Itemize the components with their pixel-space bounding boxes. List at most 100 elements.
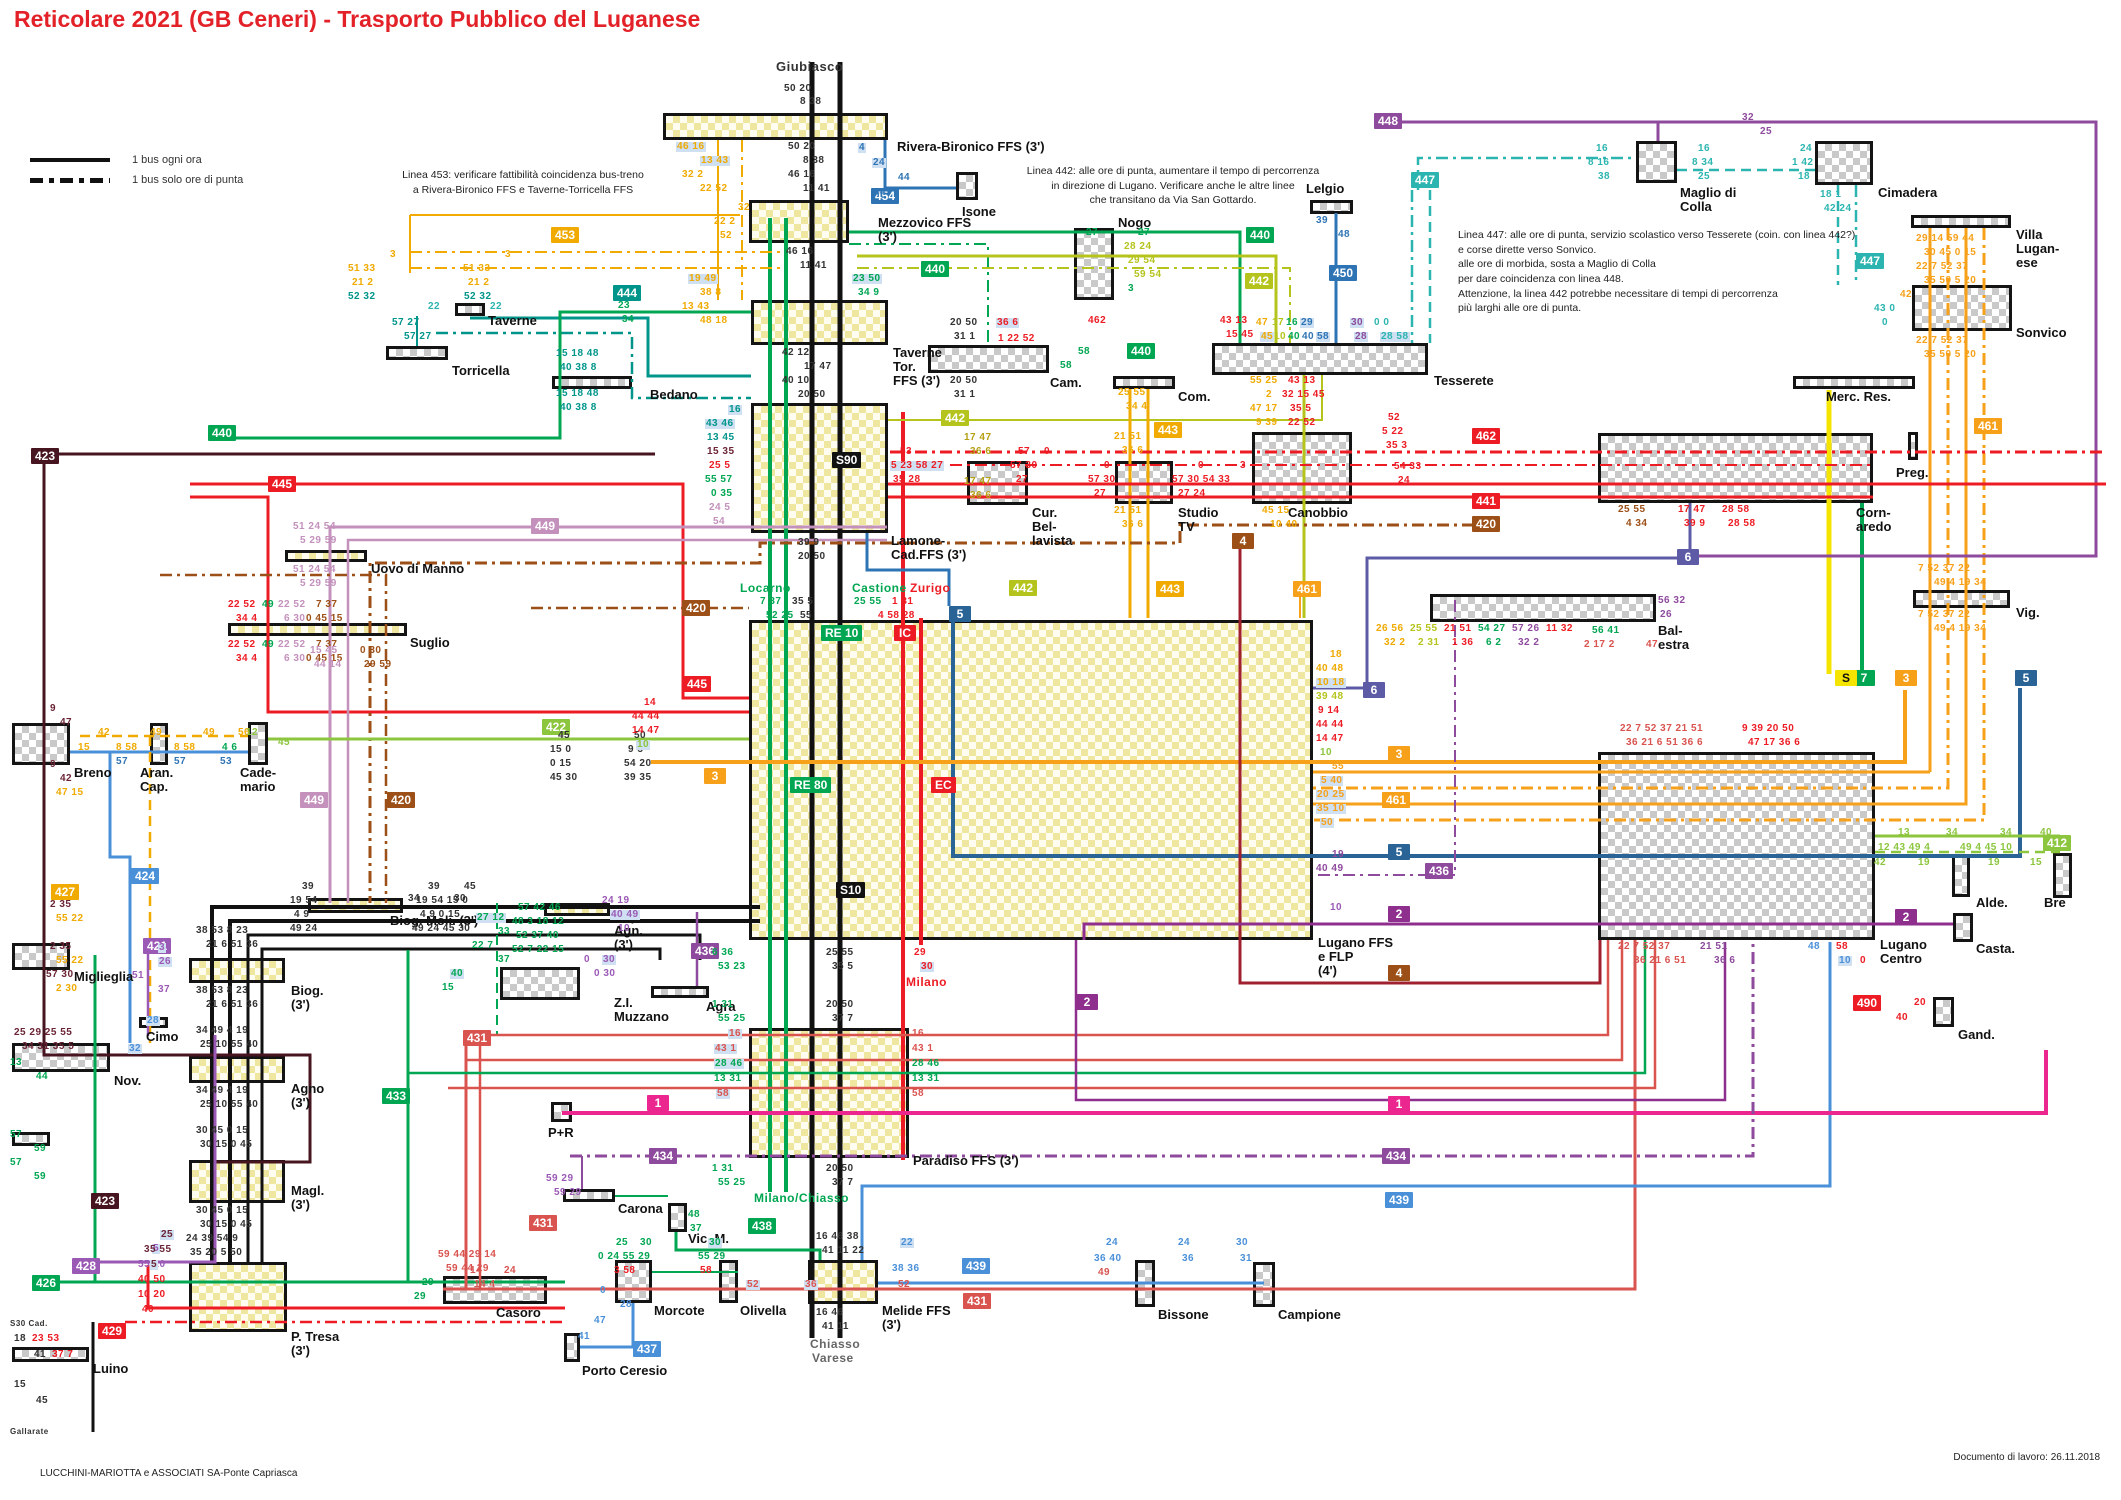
station-label-cimo: Cimo: [146, 1029, 179, 1044]
time-label: Locarno: [740, 581, 791, 595]
line-badge-4: 4: [1388, 965, 1410, 982]
time-label: 10: [1838, 955, 1853, 966]
station-label-park-and-ride: P+R: [548, 1125, 574, 1140]
time-label: 27: [1094, 488, 1107, 499]
time-label: 17 47: [964, 432, 992, 443]
time-label: 43 1: [912, 1043, 934, 1054]
line-badge-s90: S90: [832, 452, 862, 469]
line-badge-2: 2: [1895, 909, 1917, 926]
line-badge-449: 449: [531, 518, 560, 535]
time-label: 16: [912, 1028, 925, 1039]
time-label: 41: [34, 1349, 47, 1360]
time-label: 43 46: [705, 418, 735, 429]
time-label: 51 33: [463, 263, 491, 274]
time-label: 37: [498, 954, 511, 965]
line-badge-1: 1: [647, 1095, 669, 1112]
note-447: Linea 447: alle ore di punta, servizio s…: [1458, 229, 1856, 315]
time-label: 40: [142, 1304, 155, 1315]
time-label: 37 7: [832, 1013, 854, 1024]
time-label: 25 55: [1410, 623, 1438, 634]
line-badge-426: 426: [32, 1275, 61, 1292]
time-label: 22 7 52 37: [1916, 261, 1969, 272]
time-label: 51 33: [348, 263, 376, 274]
station-label-melide-ffs: Melide FFS (3'): [882, 1303, 951, 1333]
time-label: 43 0: [1874, 303, 1896, 314]
time-label: 44 44: [632, 711, 660, 722]
time-label: 38 8: [700, 287, 722, 298]
time-label: 0: [1104, 460, 1111, 471]
time-label: 55: [1332, 761, 1345, 772]
time-label: 32 2: [682, 169, 704, 180]
time-label: 47 17: [1250, 403, 1278, 414]
time-label: 45: [464, 881, 477, 892]
time-label: 15: [2030, 857, 2043, 868]
station-label-viganello: Vig.: [2016, 605, 2040, 620]
line-badge-444: 444: [613, 285, 642, 302]
station-box-bre: [2053, 853, 2072, 898]
time-label: Zurigo: [910, 581, 951, 595]
station-label-novaggio: Nov.: [114, 1073, 142, 1088]
line-badge-423: 423: [91, 1193, 120, 1210]
time-label: 5 22: [1382, 426, 1404, 437]
time-label: 57: [116, 756, 129, 767]
time-label: 57 26: [1512, 623, 1540, 634]
time-label: 36 6: [996, 317, 1020, 328]
time-label: 17: [1272, 317, 1285, 328]
time-label: 0: [584, 954, 591, 965]
line-badge-3: 3: [704, 768, 726, 785]
time-label: 7 52 37 22: [1918, 609, 1971, 620]
time-label: 59 44 29 14: [438, 1249, 497, 1260]
time-label: 22 7 52 37: [1618, 941, 1671, 952]
line-badge-449: 449: [300, 792, 329, 809]
time-label: 57 27: [392, 317, 420, 328]
time-label: 42: [1900, 289, 1913, 300]
line-badge-412: 412: [2043, 835, 2072, 852]
time-label: 17 47: [964, 476, 992, 487]
time-label: 43 13: [1220, 315, 1248, 326]
time-label: 17 47: [1678, 504, 1706, 515]
station-label-ponte-tresa: P. Tresa (3'): [291, 1329, 340, 1359]
time-label: 36: [804, 1279, 819, 1290]
time-label: 0: [1198, 460, 1205, 471]
note-442: Linea 442: alle ore di punta, aumentare …: [1026, 165, 1320, 207]
time-label: 0 15: [550, 758, 572, 769]
time-label: 35 5: [832, 961, 854, 972]
line-badge-1: 1: [1388, 1096, 1410, 1113]
time-label: 57: [1018, 446, 1031, 457]
time-label: 42: [98, 727, 111, 738]
time-label: 21 6 51 36: [206, 939, 259, 950]
time-label: 20 50: [798, 551, 826, 562]
time-label: 28 58: [1722, 504, 1750, 515]
time-label: 0: [1882, 317, 1889, 328]
time-label: 3: [158, 942, 167, 953]
time-label: 51 24 54: [293, 564, 336, 575]
time-label: 25 55: [854, 596, 882, 607]
line-badge-5: 5: [949, 606, 971, 623]
time-label: 52 25: [766, 610, 794, 621]
time-label: 13 43: [700, 155, 730, 166]
station-label-cam: Cam.: [1050, 375, 1082, 390]
time-label: 49 4 45 10: [1960, 842, 2013, 853]
time-label: 34: [1946, 827, 1959, 838]
time-label: 15 45: [310, 645, 338, 656]
time-label: 9 39 20 50: [1742, 723, 1795, 734]
time-label: 2 35: [50, 941, 72, 952]
time-label: 8 38: [803, 155, 825, 166]
time-label: 48: [1808, 941, 1821, 952]
time-label: 16: [728, 1028, 743, 1039]
station-label-maglio-di-colla: Maglio di Colla: [1680, 185, 1737, 215]
time-label: 26: [1660, 609, 1673, 620]
time-label: 34 4: [1126, 401, 1148, 412]
station-box-rivera-bironico-ffs: [663, 113, 888, 140]
line-badge-431: 431: [463, 1030, 492, 1047]
time-label: 57: [174, 756, 187, 767]
time-label: 31: [1240, 1253, 1253, 1264]
time-label: 22 52: [228, 599, 256, 610]
time-label: 54 27: [1478, 623, 1506, 634]
time-label: 2 17 2: [1584, 639, 1615, 650]
time-label: 3 58: [614, 1265, 636, 1276]
time-label: 32: [738, 202, 751, 213]
time-label: 45: [558, 730, 571, 741]
line-badge-440: 440: [1127, 343, 1156, 360]
